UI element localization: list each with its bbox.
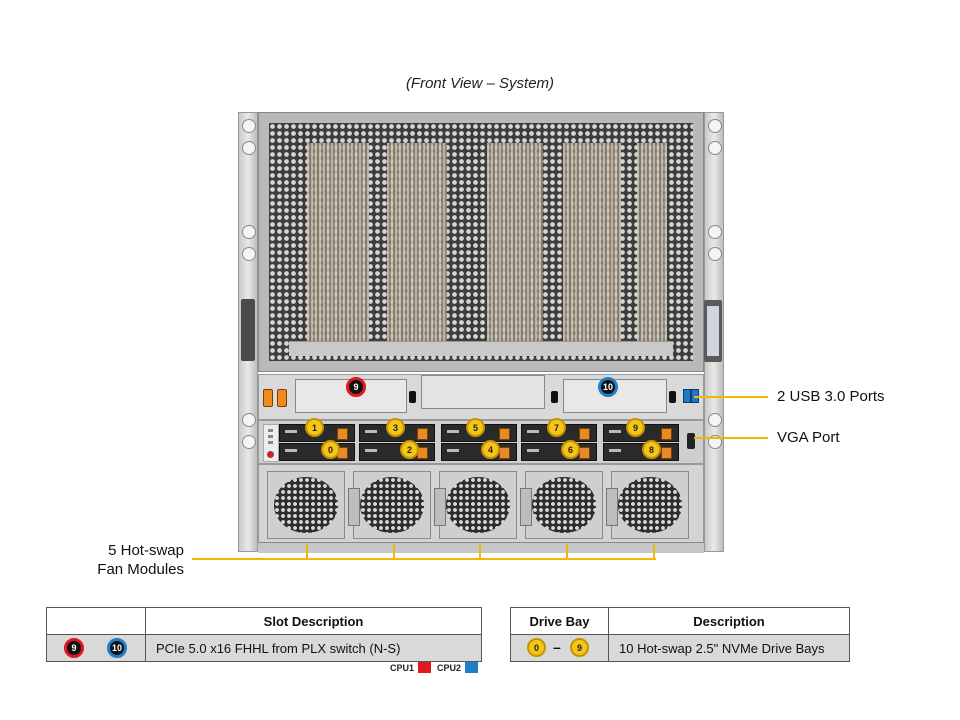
slot-9-badge: 9 [346, 377, 366, 397]
fan-modules-label-line1: 5 Hot-swap [108, 542, 184, 559]
drive-bay[interactable] [359, 443, 435, 461]
server-chassis-front [238, 112, 724, 553]
slot-table-blank-header [46, 607, 146, 635]
drive-bay[interactable] [521, 443, 597, 461]
cpu2-legend-label: CPU2 [437, 662, 462, 673]
service-tag-pull [704, 300, 722, 362]
fan-callout-line [192, 558, 656, 560]
drive-number-badge: 1 [305, 418, 324, 437]
vga-callout-line [694, 437, 768, 439]
vga-port[interactable] [687, 433, 695, 449]
drive-bay[interactable] [603, 443, 679, 461]
fan-module[interactable] [434, 471, 517, 539]
drive-number-badge: 0 [321, 440, 340, 459]
fan-module[interactable] [267, 471, 345, 539]
cpu-legend: CPU1 CPU2 [390, 662, 479, 673]
front-control-panel [263, 424, 279, 462]
slot-table-description: PCIe 5.0 x16 FHHL from PLX switch (N-S) [145, 634, 482, 662]
fan-module[interactable] [606, 471, 689, 539]
drive-bay-header: Drive Bay [510, 607, 609, 635]
usb-callout-line [694, 396, 768, 398]
center-blank-panel [421, 375, 545, 409]
slot-10-badge: 10 [598, 377, 618, 397]
usb-ports-label: 2 USB 3.0 Ports [777, 388, 885, 405]
slot-description-table: Slot Description 9 10 PCIe 5.0 x16 FHHL … [46, 607, 482, 662]
drive-number-badge: 2 [400, 440, 419, 459]
slot-10-badge: 10 [107, 638, 127, 658]
slot-9-badge: 9 [64, 638, 84, 658]
cpu1-swatch [418, 662, 432, 673]
left-rack-ear [238, 112, 258, 552]
fan-module-band [258, 464, 704, 544]
fan-module[interactable] [520, 471, 603, 539]
diagram-title: (Front View – System) [405, 75, 555, 92]
drive-number-badge: 7 [547, 418, 566, 437]
gpu-bay-grille [258, 112, 704, 372]
pcie-slot-9 [295, 379, 407, 413]
drive-number-badge: 4 [481, 440, 500, 459]
drive-range-start-badge: 0 [527, 638, 546, 657]
cpu1-legend-label: CPU1 [390, 662, 415, 673]
drive-table-description: 10 Hot-swap 2.5" NVMe Drive Bays [608, 634, 850, 662]
drive-range-separator: – [553, 639, 561, 655]
drive-description-header: Description [608, 607, 850, 635]
power-button[interactable] [267, 451, 274, 458]
drive-range-end-badge: 9 [570, 638, 589, 657]
fan-modules-label-line2: Fan Modules [97, 561, 184, 578]
drive-number-badge: 5 [466, 418, 485, 437]
slot-table-header: Slot Description [145, 607, 482, 635]
fan-module[interactable] [348, 471, 431, 539]
drive-number-badge: 3 [386, 418, 405, 437]
drive-bay-table: Drive Bay Description 0 – 9 10 Hot-swap … [510, 607, 850, 662]
cpu2-swatch [465, 662, 479, 673]
drive-bay[interactable] [441, 443, 517, 461]
drive-number-badge: 6 [561, 440, 580, 459]
drive-number-badge: 9 [626, 418, 645, 437]
drive-number-badge: 8 [642, 440, 661, 459]
vga-port-label: VGA Port [777, 429, 840, 446]
io-band [258, 374, 704, 420]
drive-bay[interactable] [279, 443, 355, 461]
usb-port[interactable] [683, 389, 691, 403]
